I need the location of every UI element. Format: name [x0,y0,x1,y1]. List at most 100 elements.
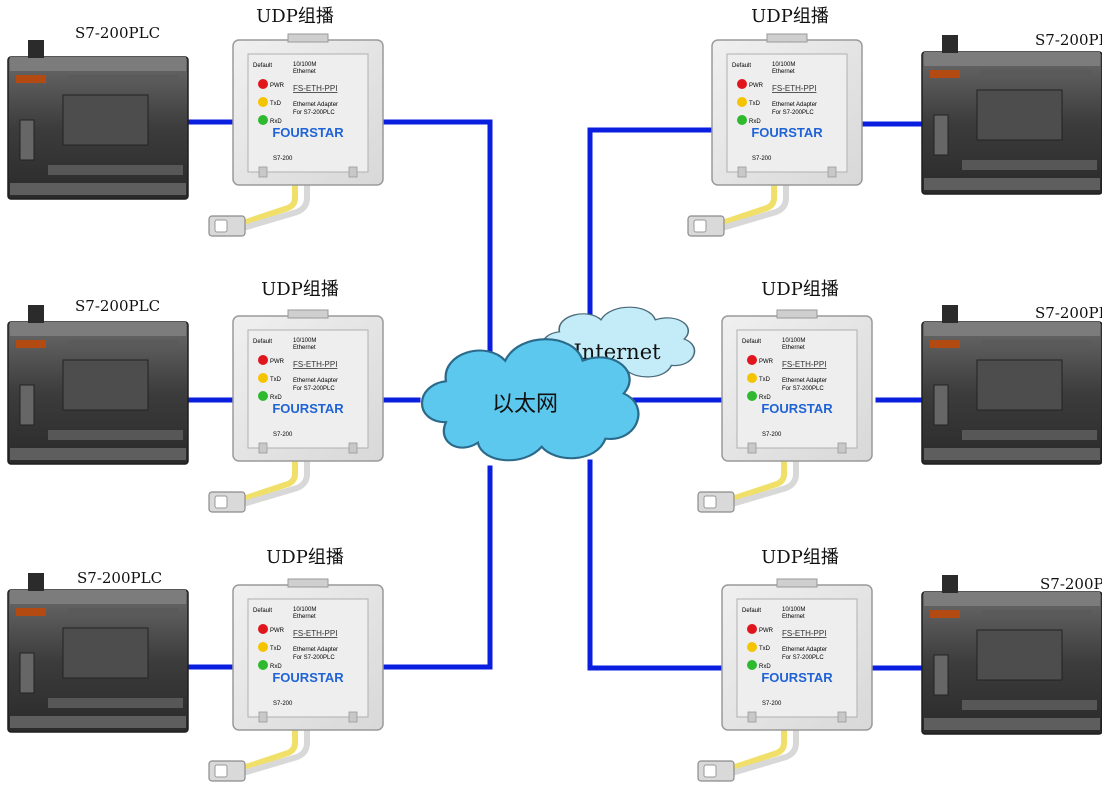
network-link [379,119,493,353]
adapter-ethernet-text: Ethernet [782,614,805,620]
plc-label: S7-200PLC [75,297,160,315]
adapter-model-text: FS-ETH-PPI [782,629,826,638]
adapter-ethernet-text: Ethernet [293,345,316,351]
adapter-desc2-text: For S7-200PLC [293,655,335,661]
led-power-label: PWR [270,359,285,365]
brand-logo-text: FOURSTAR [272,125,344,140]
brand-logo-text: FOURSTAR [272,401,344,416]
udp-label: UDP组播 [751,6,829,27]
adapter-default-text: Default [253,339,272,345]
udp-label: UDP组播 [266,547,344,568]
udp-label: UDP组播 [761,279,839,300]
plc-node: S7-200PLCUDP组播Default10/100MEthernetPWRT… [698,547,1102,781]
adapter-desc-text: Ethernet Adapter [293,378,338,384]
plc-device [7,39,189,200]
serial-cable [698,461,796,512]
led-power-label: PWR [759,359,774,365]
adapter-ethernet-text: Ethernet [293,614,316,620]
udp-label: UDP组播 [256,6,334,27]
serial-cable [209,730,307,781]
adapter-default-text: Default [253,608,272,614]
network-link [587,127,715,323]
serial-cable [698,730,796,781]
led-tx-label: TxD [759,377,771,383]
plc-node: S7-200PLCUDP组播Default10/100MEthernetPWRT… [698,279,1102,512]
adapter-bottom-text: S7-200 [273,432,293,438]
adapter-model-text: FS-ETH-PPI [782,360,826,369]
plc-label: S7-200PLC [1040,575,1102,593]
led-power-label: PWR [749,83,764,89]
adapter-ethernet-text: Ethernet [772,69,795,75]
led-rx-label: RxD [270,119,282,125]
led-tx-label: TxD [270,377,282,383]
adapter-desc-text: Ethernet Adapter [772,102,817,108]
adapter-speed-text: 10/100M [293,62,316,68]
adapter-model-text: FS-ETH-PPI [293,84,337,93]
brand-logo-text: FOURSTAR [761,670,833,685]
plc-label: S7-200PLC [77,569,162,587]
adapter-speed-text: 10/100M [772,62,795,68]
adapter-bottom-text: S7-200 [273,156,293,162]
plc-label: S7-200PLC [75,24,160,42]
network-link [379,465,493,670]
adapter-desc2-text: For S7-200PLC [293,110,335,116]
led-tx-label: TxD [270,646,282,652]
ethernet-cloud: 以太网 [420,338,640,462]
adapter-desc-text: Ethernet Adapter [293,647,338,653]
adapter-desc-text: Ethernet Adapter [293,102,338,108]
adapter-model-text: FS-ETH-PPI [293,629,337,638]
led-tx-label: TxD [749,101,761,107]
adapter-ethernet-text: Ethernet [293,69,316,75]
plc-device [921,574,1102,735]
adapter-desc-text: Ethernet Adapter [782,647,827,653]
adapter-bottom-text: S7-200 [762,432,782,438]
led-power-label: PWR [270,628,285,634]
brand-logo-text: FOURSTAR [272,670,344,685]
plc-device [7,572,189,733]
adapter-speed-text: 10/100M [782,607,805,613]
plc-label: S7-200PLC [1035,31,1102,49]
network-links [185,119,925,671]
adapter-model-text: FS-ETH-PPI [293,360,337,369]
led-rx-label: RxD [759,664,771,670]
udp-label: UDP组播 [761,547,839,568]
adapter-speed-text: 10/100M [293,607,316,613]
adapter-default-text: Default [253,63,272,69]
adapter-speed-text: 10/100M [782,338,805,344]
led-rx-label: RxD [270,664,282,670]
adapter-bottom-text: S7-200 [762,701,782,707]
brand-logo-text: FOURSTAR [761,401,833,416]
led-power-label: PWR [759,628,774,634]
adapter-default-text: Default [742,339,761,345]
serial-cable [209,185,307,236]
adapter-bottom-text: S7-200 [752,156,772,162]
led-rx-label: RxD [270,395,282,401]
plc-device [921,304,1102,465]
adapter-default-text: Default [732,63,751,69]
adapter-desc-text: Ethernet Adapter [782,378,827,384]
serial-cable [209,461,307,512]
plc-device [921,34,1102,195]
led-power-label: PWR [270,83,285,89]
led-tx-label: TxD [270,101,282,107]
adapter-desc2-text: For S7-200PLC [782,655,824,661]
adapter-desc2-text: For S7-200PLC [293,386,335,392]
adapter-model-text: FS-ETH-PPI [772,84,816,93]
brand-logo-text: FOURSTAR [751,125,823,140]
serial-cable [688,185,786,236]
led-rx-label: RxD [749,119,761,125]
adapter-desc2-text: For S7-200PLC [772,110,814,116]
adapter-default-text: Default [742,608,761,614]
adapter-desc2-text: For S7-200PLC [782,386,824,392]
adapter-bottom-text: S7-200 [273,701,293,707]
